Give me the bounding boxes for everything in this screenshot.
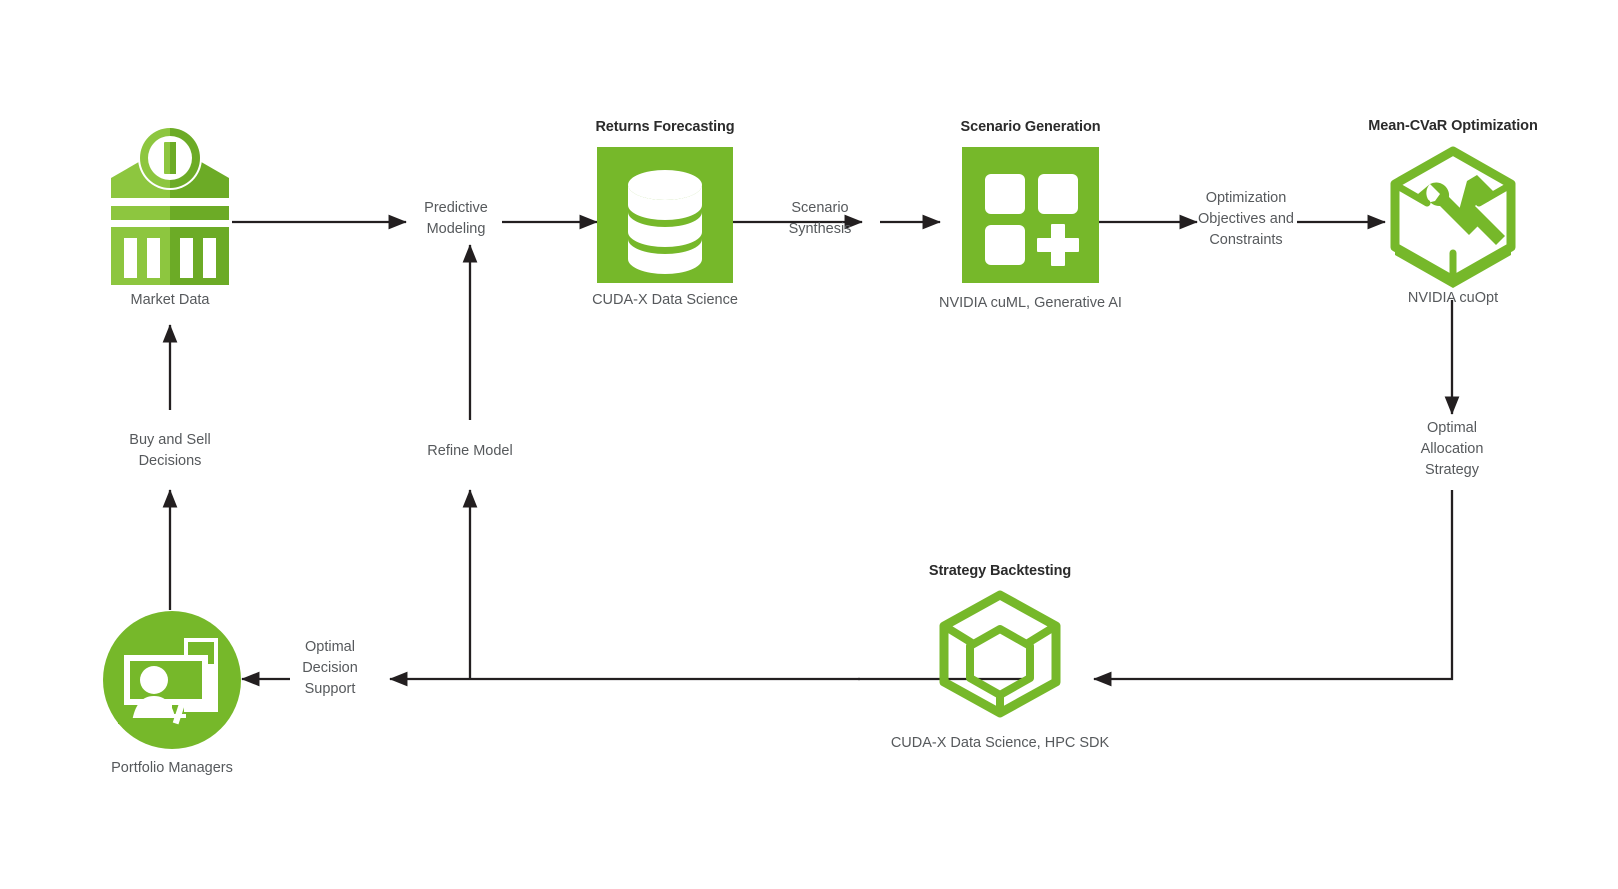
edge-label-line: Optimal (1427, 420, 1477, 436)
edge-label-line: Constraints (1209, 232, 1283, 248)
node-scenario-generation[interactable]: Scenario Generation NVIDIA cuML, Generat… (939, 119, 1122, 311)
node-mean-cvar-optimization[interactable]: Mean-CVaR Optimization NVIDIA cuOpt (1368, 118, 1538, 306)
node-caption-scenario-generation: NVIDIA cuML, Generative AI (939, 295, 1122, 311)
edge-label-line: Support (304, 681, 356, 697)
edge-label-line: Modeling (426, 221, 486, 237)
node-returns-forecasting[interactable]: Returns Forecasting CUDA-X Data Science (592, 119, 738, 308)
node-title-strategy-backtesting: Strategy Backtesting (928, 563, 1072, 579)
node-caption-portfolio-managers: Portfolio Managers (111, 760, 233, 776)
edge-allocation-to-backtesting (1093, 490, 1454, 687)
node-title-returns-forecasting: Returns Forecasting (595, 119, 735, 135)
edge-label-optimal-decision-support: Optimal Decision Support (278, 637, 382, 700)
workstation-person-icon (103, 611, 241, 749)
edge-label-refine-model: Refine Model (400, 441, 540, 462)
edge-label-line: Refine Model (427, 443, 513, 459)
node-caption-returns-forecasting: CUDA-X Data Science (592, 292, 738, 308)
node-caption-mean-cvar-optimization: NVIDIA cuOpt (1407, 290, 1499, 306)
edge-label-buy-and-sell-decisions: Buy and Sell Decisions (100, 430, 240, 472)
edge-label-line: Strategy (1425, 462, 1479, 478)
node-title-scenario-generation: Scenario Generation (960, 119, 1101, 135)
edge-label-line: Decision (302, 660, 358, 676)
node-title-mean-cvar-optimization: Mean-CVaR Optimization (1368, 118, 1538, 134)
edge-label-optimal-allocation-strategy: Optimal Allocation Strategy (1392, 418, 1512, 481)
edge-label-line: Objectives and (1198, 211, 1294, 227)
edge-label-predictive-modeling: Predictive Modeling (386, 198, 526, 240)
edge-label-line: Scenario (791, 200, 849, 216)
edge-label-line: Buy and Sell (129, 432, 211, 448)
database-icon (597, 147, 733, 283)
edge-label-line: Allocation (1420, 441, 1484, 457)
edge-label-line: Predictive (424, 200, 488, 216)
edge-label-line: Optimal (305, 639, 355, 655)
node-caption-strategy-backtesting: CUDA-X Data Science, HPC SDK (890, 735, 1110, 751)
edge-label-line: Synthesis (788, 221, 852, 237)
nested-cube-icon (939, 590, 1061, 718)
edge-label-optimization-objectives: Optimization Objectives and Constraints (1181, 188, 1311, 251)
edge-label-line: Optimization (1205, 190, 1287, 206)
node-market-data[interactable]: Market Data (105, 120, 235, 308)
bank-icon (111, 126, 229, 285)
edge-label-scenario-synthesis: Scenario Synthesis (752, 198, 888, 240)
node-portfolio-managers[interactable]: Portfolio Managers (102, 610, 242, 800)
edge-label-line: Decisions (138, 453, 202, 469)
node-caption-market-data: Market Data (130, 292, 210, 308)
cube-tools-icon (1390, 146, 1516, 288)
node-strategy-backtesting[interactable]: Strategy Backtesting CUDA-X Data Science… (891, 563, 1109, 753)
grid-plus-icon (962, 147, 1099, 283)
